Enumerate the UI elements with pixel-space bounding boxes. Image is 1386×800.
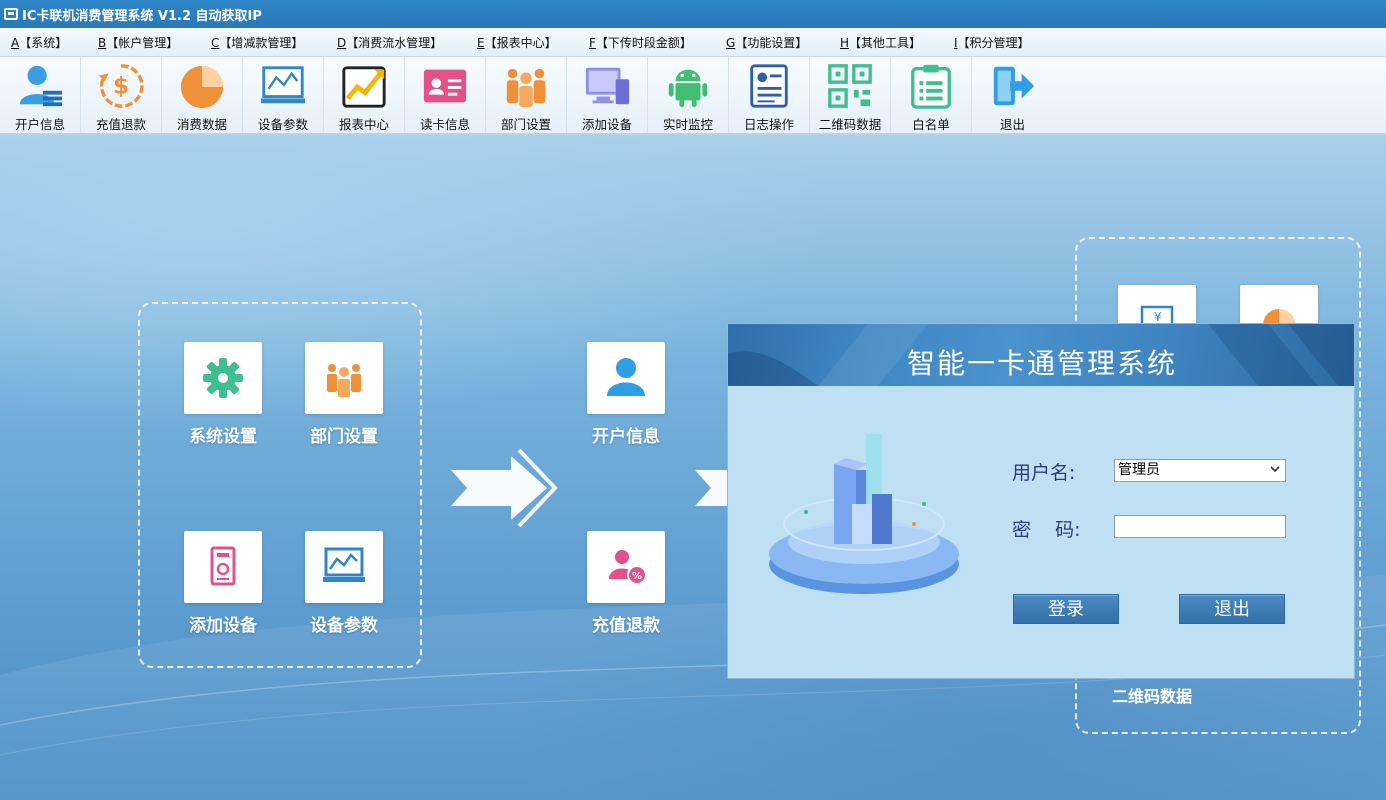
username-value: 管理员 (1118, 462, 1160, 478)
chevron-down-icon (1270, 466, 1280, 473)
login-dialog: 智能一卡通管理系统 用户名: 管理员 密 码: 登录 退出 (727, 323, 1355, 679)
tool-report-center[interactable]: 报表中心 (324, 57, 405, 133)
menu-adjust[interactable]: C【增减款管理】 (211, 35, 304, 50)
menu-features[interactable]: G【功能设置】 (726, 35, 808, 50)
clipboard-icon (911, 64, 951, 109)
tile-device-params[interactable] (305, 531, 383, 603)
tool-exit[interactable]: 退出 (972, 57, 1053, 133)
window-title: IC卡联机消费管理系统 V1.2 自动获取IP (22, 8, 262, 24)
tool-device-params[interactable]: 设备参数 (243, 57, 324, 133)
tool-whitelist[interactable]: 白名单 (891, 57, 972, 133)
tool-read-card[interactable]: 读卡信息 (405, 57, 486, 133)
svg-text:¥: ¥ (1154, 310, 1162, 324)
tile-label-qr-data: 二维码数据 (1112, 687, 1193, 706)
login-header: 智能一卡通管理系统 (728, 324, 1354, 386)
svg-text:%: % (632, 571, 642, 582)
menu-points[interactable]: I【积分管理】 (954, 35, 1030, 50)
user-icon (607, 358, 645, 396)
tile-refund[interactable]: % (587, 531, 665, 603)
title-bar: IC卡联机消费管理系统 V1.2 自动获取IP (0, 0, 1386, 28)
exit-button[interactable]: 退出 (1179, 594, 1285, 624)
tool-add-device[interactable]: 添加设备 (567, 57, 648, 133)
add-device-icon (210, 546, 236, 586)
android-icon (668, 69, 708, 108)
tile-department[interactable] (305, 342, 383, 414)
login-button[interactable]: 登录 (1013, 594, 1119, 624)
username-select[interactable]: 管理员 (1114, 459, 1286, 482)
menu-tools[interactable]: H【其他工具】 (840, 35, 922, 50)
tool-department[interactable]: 部门设置 (486, 57, 567, 133)
tile-account-info[interactable] (587, 342, 665, 414)
tile-label-refund: 充值退款 (592, 616, 660, 636)
left-group-box (138, 302, 422, 668)
password-input[interactable] (1114, 515, 1286, 538)
refund-icon: $ (98, 64, 144, 108)
tool-qr-code[interactable]: 二维码数据 (810, 57, 891, 133)
svg-text:$: $ (113, 74, 129, 100)
exit-icon (993, 66, 1034, 106)
tool-consumption-data[interactable]: 消费数据 (162, 57, 243, 133)
password-label: 密 码: (1012, 519, 1081, 541)
toolbar: 开户信息 $ 充值退款 消费数据 设备参数 报表中心 (0, 57, 1386, 135)
menu-system[interactable]: A【系统】 (11, 35, 68, 50)
tile-add-device[interactable] (184, 531, 262, 603)
username-label: 用户名: (1012, 462, 1076, 484)
tool-log[interactable]: 日志操作 (729, 57, 810, 133)
device-monitor-icon (260, 66, 306, 104)
tile-label-department: 部门设置 (310, 427, 378, 447)
report-chart-icon (342, 66, 386, 108)
header-decoration (728, 324, 1354, 386)
department-icon (506, 68, 546, 108)
tool-account-info[interactable]: 开户信息 (0, 57, 81, 133)
user-account-icon (19, 65, 63, 107)
menu-reports[interactable]: E【报表中心】 (477, 35, 557, 50)
device-monitor-icon (323, 547, 365, 582)
qr-code-icon (828, 64, 872, 108)
add-device-icon (585, 67, 630, 105)
department-icon (327, 364, 361, 397)
id-card-icon (423, 69, 467, 103)
gear-icon (203, 358, 243, 398)
city-illustration (769, 434, 959, 594)
tile-label-device-params: 设备参数 (310, 616, 378, 636)
tile-label-add-device: 添加设备 (189, 616, 257, 636)
refund-stamp-icon: % (609, 550, 647, 585)
flow-arrow-2-icon (695, 470, 733, 506)
tool-refund[interactable]: $ 充值退款 (81, 57, 162, 133)
menu-bar: A【系统】 B【帐户管理】 C【增减款管理】 D【消费流水管理】 E【报表中心】… (0, 28, 1386, 57)
tool-realtime-monitor[interactable]: 实时监控 (648, 57, 729, 133)
menu-download-amount[interactable]: F【下传时段金额】 (589, 35, 692, 50)
login-title: 智能一卡通管理系统 (906, 347, 1177, 380)
menu-account[interactable]: B【帐户管理】 (98, 35, 179, 50)
tile-label-account-info: 开户信息 (592, 427, 660, 447)
log-icon (750, 64, 788, 108)
app-icon (4, 8, 18, 20)
pie-chart-icon (180, 65, 224, 109)
menu-transactions[interactable]: D【消费流水管理】 (337, 35, 443, 50)
tile-system-settings[interactable] (184, 342, 262, 414)
flow-arrow-icon (451, 448, 558, 528)
tile-label-system-settings: 系统设置 (189, 427, 257, 447)
